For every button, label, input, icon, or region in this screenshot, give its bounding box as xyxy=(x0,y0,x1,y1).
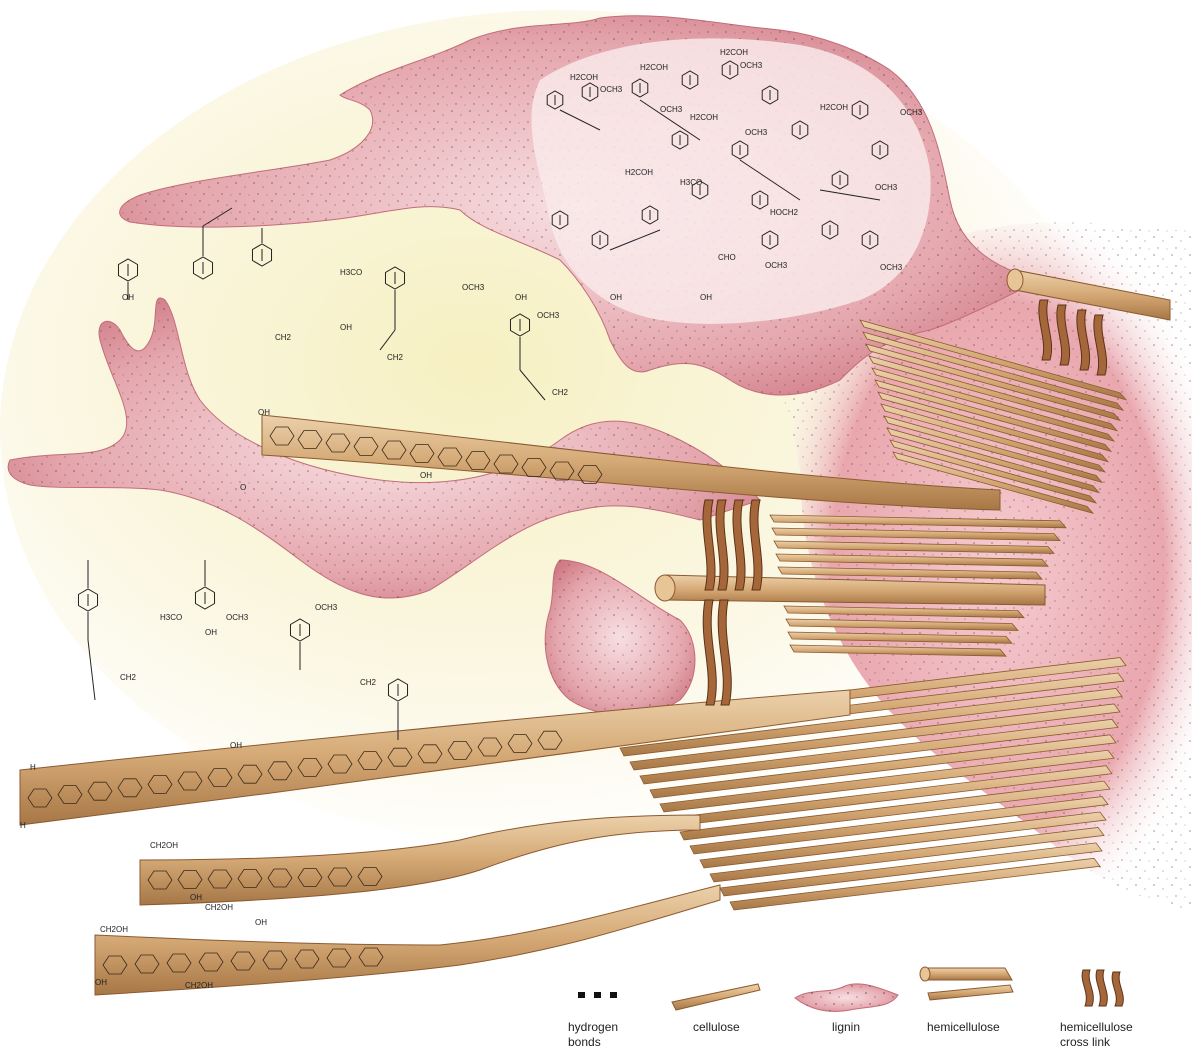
legend-label-lignin: lignin xyxy=(832,1020,860,1035)
chem-label: OCH3 xyxy=(740,61,763,70)
chem-label: O xyxy=(240,483,246,492)
chem-label: OH xyxy=(95,978,107,987)
chem-label: CH2OH xyxy=(150,841,178,850)
chem-label: OH xyxy=(700,293,712,302)
hemicellulose-rod-top-end xyxy=(1007,269,1023,291)
legend-hydrogen-bonds-symbol xyxy=(578,992,617,998)
chem-label: HOCH2 xyxy=(770,208,799,217)
chem-label: OH xyxy=(255,918,267,927)
chem-label: H2COH xyxy=(720,48,748,57)
legend-label-cross-link: hemicellulose cross link xyxy=(1060,1020,1133,1050)
chem-label: OCH3 xyxy=(875,183,898,192)
chem-label: OCH3 xyxy=(660,105,683,114)
chem-label: CH2 xyxy=(360,678,377,687)
chem-label: OH xyxy=(230,741,242,750)
chem-label: H2COH xyxy=(690,113,718,122)
chem-label: OCH3 xyxy=(462,283,485,292)
chem-label: OH xyxy=(205,628,217,637)
chem-label: OH xyxy=(515,293,527,302)
chem-label: OCH3 xyxy=(765,261,788,270)
legend-label-hemicellulose: hemicellulose xyxy=(927,1020,1000,1035)
chem-label: CH2OH xyxy=(185,981,213,990)
chem-label: OH xyxy=(122,293,134,302)
chem-label: CH2 xyxy=(387,353,404,362)
chem-label: OH xyxy=(258,408,270,417)
chem-label: OCH3 xyxy=(537,311,560,320)
chem-label: H3CO xyxy=(160,613,182,622)
chem-label: CH2 xyxy=(275,333,292,342)
chem-label: OH xyxy=(610,293,622,302)
chem-label: CH2OH xyxy=(100,925,128,934)
legend-label-cellulose: cellulose xyxy=(693,1020,740,1035)
chem-label: OCH3 xyxy=(900,108,923,117)
chem-label: CH2 xyxy=(552,388,569,397)
chem-label: H3CO xyxy=(340,268,362,277)
legend-label-hydrogen-bonds: hydrogen bonds xyxy=(568,1020,618,1050)
chem-label: CHO xyxy=(718,253,736,262)
legend-cross-link-symbol xyxy=(1082,970,1123,1006)
chem-label: H3CO xyxy=(680,178,702,187)
chem-label: OH xyxy=(340,323,352,332)
hemicellulose-rod-end xyxy=(655,575,675,601)
chem-label: OCH3 xyxy=(315,603,338,612)
chem-label: H xyxy=(20,821,26,830)
chem-label: CH2 xyxy=(120,673,137,682)
chem-label: H xyxy=(30,763,36,772)
chem-label: H2COH xyxy=(570,73,598,82)
chem-label: OCH3 xyxy=(600,85,623,94)
chem-label: OCH3 xyxy=(745,128,768,137)
chem-label: OH xyxy=(190,893,202,902)
chem-label: OCH3 xyxy=(226,613,249,622)
chem-label: OCH3 xyxy=(880,263,903,272)
chem-label: H2COH xyxy=(820,103,848,112)
chem-label: H2COH xyxy=(625,168,653,177)
chem-label: OH xyxy=(420,471,432,480)
chem-label: H2COH xyxy=(640,63,668,72)
chem-label: CH2OH xyxy=(205,903,233,912)
